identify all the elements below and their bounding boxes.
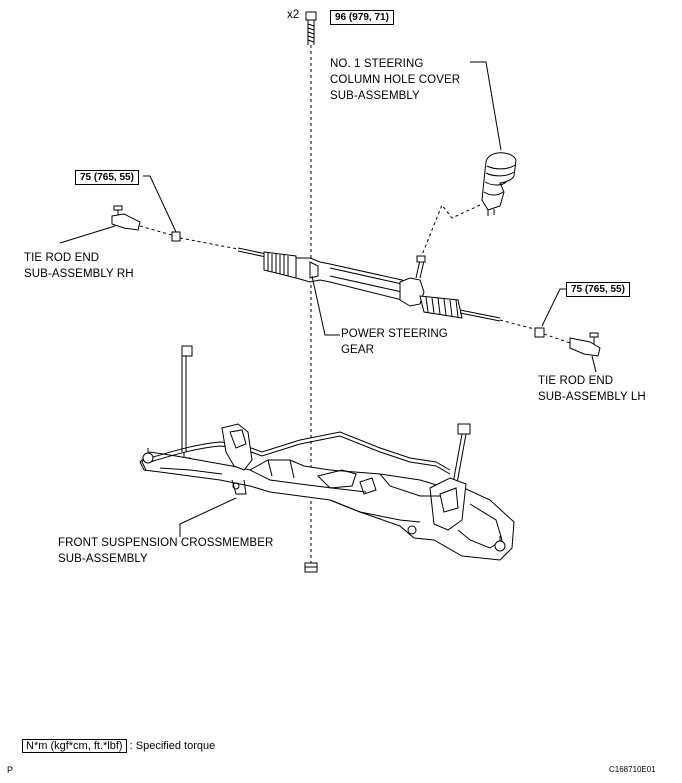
figure-code: C168710E01 (609, 765, 656, 774)
tie-rod-nut-rh (171, 231, 181, 242)
label-tie-rod-rh-line2: SUB-ASSEMBLY RH (24, 268, 134, 280)
label-column-cover-line2: COLUMN HOLE COVER (330, 74, 461, 86)
stabilizer-link-left (175, 345, 193, 467)
label-steering-gear-line2: GEAR (341, 344, 374, 356)
tie-rod-lh-leader (591, 355, 597, 373)
crossmember-nut (304, 562, 318, 573)
tie-rod-end-rh (111, 205, 176, 237)
torque-unit-box: N*m (kgf*cm, ft.*lbf) (22, 739, 127, 753)
torque-legend: N*m (kgf*cm, ft.*lbf) : Specified torque (22, 739, 215, 753)
label-crossmember-line1: FRONT SUSPENSION CROSSMEMBER (58, 537, 274, 549)
steering-gear-leader (311, 275, 340, 336)
lh-nut-torque-callout: 75 (765, 55) (566, 282, 630, 297)
torque-legend-text: : Specified torque (129, 740, 216, 752)
label-tie-rod-rh-line1: TIE ROD END (24, 252, 100, 264)
label-column-cover-line3: SUB-ASSEMBLY (330, 90, 420, 102)
footer-mark: P (7, 765, 14, 775)
power-steering-gear (237, 247, 501, 322)
label-crossmember-line2: SUB-ASSEMBLY (58, 553, 148, 565)
tie-rod-rh-leader (59, 225, 116, 244)
rh-nut-torque-callout: 75 (765, 55) (75, 170, 139, 185)
cover-alignment-line (419, 203, 481, 261)
crossmember-bolt (305, 11, 317, 45)
label-tie-rod-lh-line1: TIE ROD END (538, 375, 614, 387)
label-column-cover-line1: NO. 1 STEERING (330, 58, 424, 70)
tie-rod-nut-lh (534, 327, 545, 338)
label-tie-rod-lh-line2: SUB-ASSEMBLY LH (538, 391, 646, 403)
column-cover-leader (470, 61, 502, 151)
column-hole-cover (481, 152, 517, 216)
bolt-torque-callout: 96 (979, 71) (330, 10, 394, 25)
label-steering-gear-line1: POWER STEERING (341, 328, 448, 340)
rh-nut-torque-leader (143, 175, 177, 233)
crossmember-leader (179, 497, 237, 537)
front-suspension-crossmember (139, 423, 515, 561)
bolt-quantity: x2 (287, 9, 300, 21)
tie-rod-end-lh (569, 332, 601, 357)
lh-nut-torque-leader (541, 288, 567, 327)
